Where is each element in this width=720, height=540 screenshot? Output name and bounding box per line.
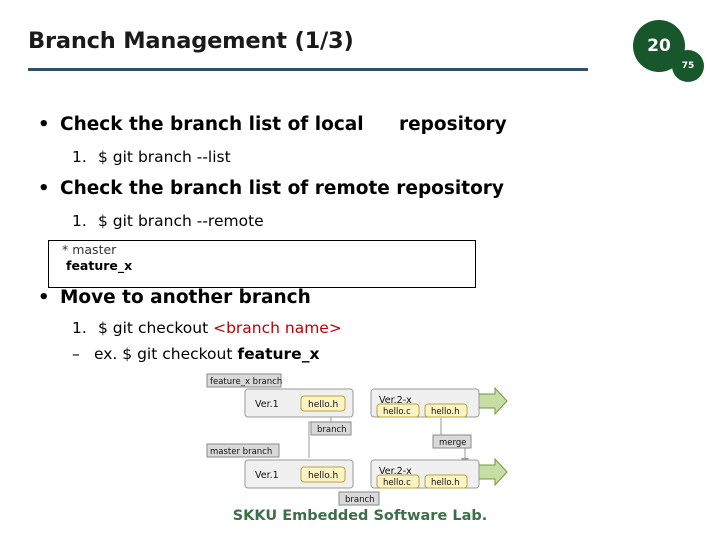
bullet-text: Check the branch list of local	[60, 114, 364, 135]
master-ver2x-text: Ver.2-x	[379, 466, 412, 477]
bullet-marker: •	[38, 287, 50, 308]
feature-hello-c-file	[376, 403, 420, 418]
master-branch-label	[206, 443, 280, 458]
master-hello-h-text: hello.h	[308, 471, 338, 481]
master-hello-h-file	[300, 466, 346, 483]
command-git-checkout-example: –ex. $ git checkout feature_x	[72, 345, 319, 363]
page-title: Branch Management (1/3)	[28, 28, 354, 54]
command-git-branch-remote: 1. $ git branch --remote	[72, 212, 264, 230]
feature-hello-h2-text: hello.h	[431, 407, 459, 417]
master-ver1-text: Ver.1	[255, 470, 279, 481]
page-number-badge: 20	[633, 20, 685, 72]
command-argument: <branch name>	[213, 319, 342, 337]
feature-hello-c-text: hello.c	[383, 407, 411, 417]
master-hello-c-text: hello.c	[383, 478, 411, 488]
list-number: 1.	[72, 319, 87, 337]
bullet-marker: •	[38, 178, 50, 199]
master-hello-h2-file	[424, 474, 468, 489]
list-number: 1.	[72, 148, 87, 166]
command-output-box	[48, 240, 476, 288]
command-text: $ git branch --remote	[98, 212, 264, 230]
bullet-check-remote-branch-list: • Check the branch list of remote reposit…	[38, 178, 504, 199]
command-text: $ git branch --list	[98, 148, 231, 166]
feature-ver1-text: Ver.1	[255, 399, 279, 410]
example-text: ex. $ git checkout	[94, 345, 238, 363]
bullet-marker: •	[38, 114, 50, 135]
branch-label-top-text: branch	[317, 425, 347, 435]
feature-hello-h-file	[300, 395, 346, 412]
feature-ver2x-text: Ver.2-x	[379, 395, 412, 406]
bullet-text: Move to another branch	[60, 287, 311, 308]
branch-merge-diagram: feature_x branch Ver.1 hello.h Ver.2-x h…	[205, 372, 523, 510]
page-number-badge-small: 75	[672, 50, 704, 82]
command-text: $ git checkout	[98, 319, 214, 337]
master-hello-h2-text: hello.h	[431, 478, 459, 488]
command-git-branch-list: 1. $ git branch --list	[72, 148, 231, 166]
example-argument: feature_x	[237, 345, 320, 363]
bullet-text-overlap-repository: repository	[399, 114, 507, 135]
branch-label-top	[310, 421, 352, 436]
command-git-checkout: 1. $ git checkout <branch name>	[72, 319, 342, 337]
master-hello-c-file	[376, 474, 420, 489]
feature-hello-h-text: hello.h	[308, 400, 338, 410]
branch-label-bottom-text: branch	[345, 495, 375, 505]
branch-label-bottom	[338, 491, 380, 506]
feature-branch-label	[206, 373, 282, 388]
merge-label	[432, 434, 472, 449]
footer-text: SKKU Embedded Software Lab.	[232, 508, 488, 524]
bullet-text: Check the branch list of remote reposito…	[60, 178, 504, 199]
master-branch-label-text: master branch	[210, 447, 272, 457]
list-number: 1.	[72, 212, 87, 230]
title-divider	[28, 68, 588, 71]
feature-hello-h2-file	[424, 403, 468, 418]
output-line-master: * master	[62, 242, 117, 257]
merge-label-text: merge	[439, 438, 466, 448]
bullet-move-to-another-branch: • Move to another branch	[38, 287, 311, 308]
output-line-feature-x: feature_x	[66, 258, 133, 273]
feature-branch-label-text: feature_x branch	[210, 377, 282, 387]
dash-marker: –	[72, 345, 80, 363]
bullet-check-local-branch-list: • Check the branch list of local	[38, 114, 364, 135]
